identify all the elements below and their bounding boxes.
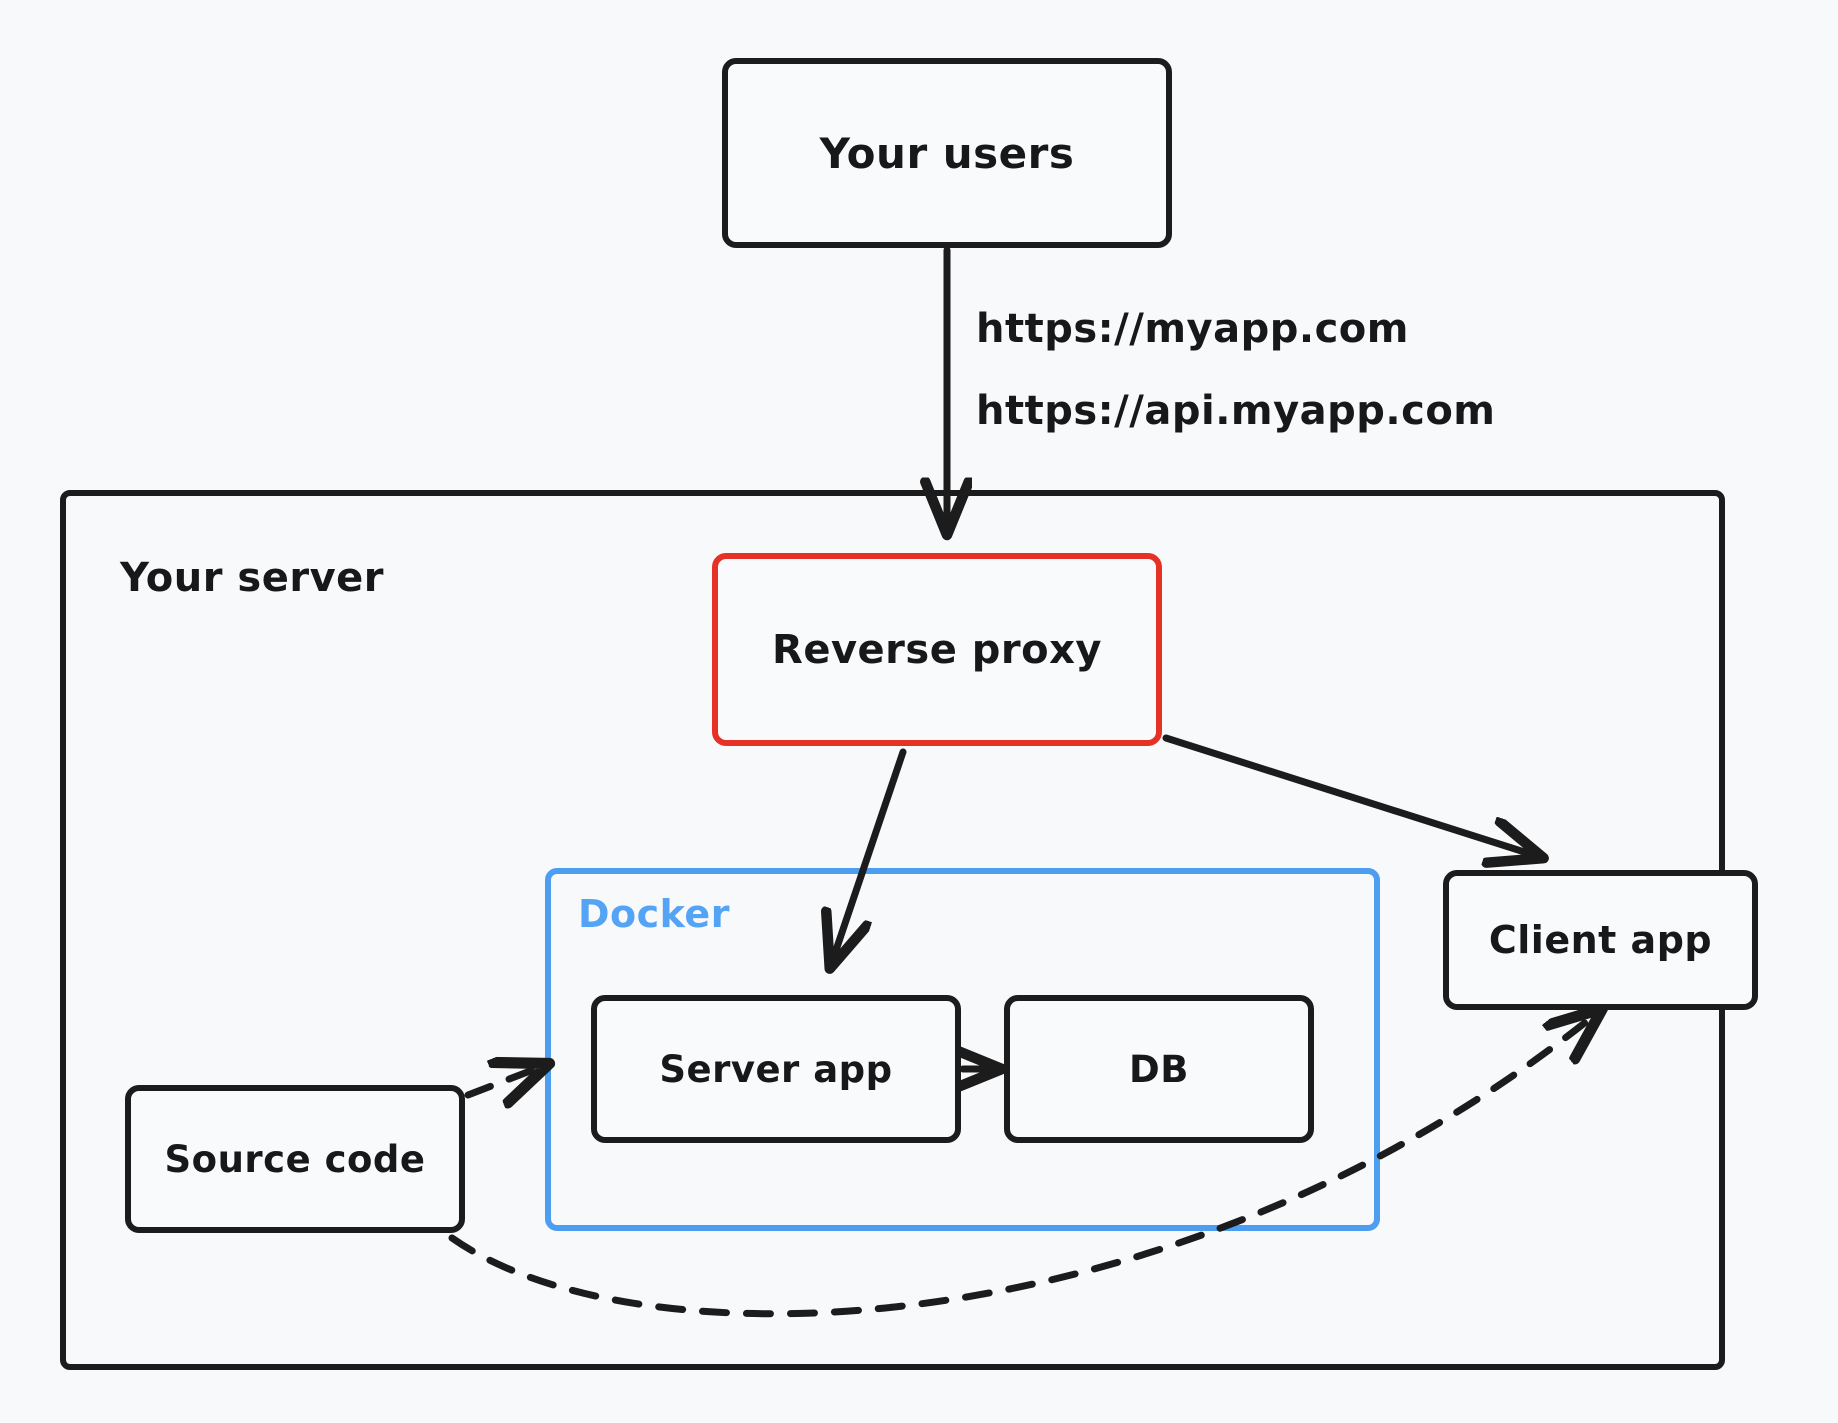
- node-source-code-label: Source code: [164, 1137, 426, 1181]
- node-db[interactable]: DB: [1004, 995, 1314, 1143]
- node-client-app-label: Client app: [1488, 918, 1713, 962]
- node-your-users-label: Your users: [819, 128, 1075, 178]
- node-your-users[interactable]: Your users: [722, 58, 1172, 248]
- node-source-code[interactable]: Source code: [125, 1085, 465, 1233]
- node-server-app[interactable]: Server app: [591, 995, 961, 1143]
- node-reverse-proxy[interactable]: Reverse proxy: [712, 553, 1162, 746]
- docker-label: Docker: [578, 892, 730, 936]
- node-db-label: DB: [1129, 1047, 1189, 1091]
- node-server-app-label: Server app: [659, 1047, 893, 1091]
- url-label-primary: https://myapp.com: [976, 306, 1409, 352]
- node-reverse-proxy-label: Reverse proxy: [772, 626, 1102, 673]
- url-label-api: https://api.myapp.com: [976, 388, 1496, 434]
- node-client-app[interactable]: Client app: [1443, 870, 1758, 1010]
- your-server-label: Your server: [120, 555, 384, 601]
